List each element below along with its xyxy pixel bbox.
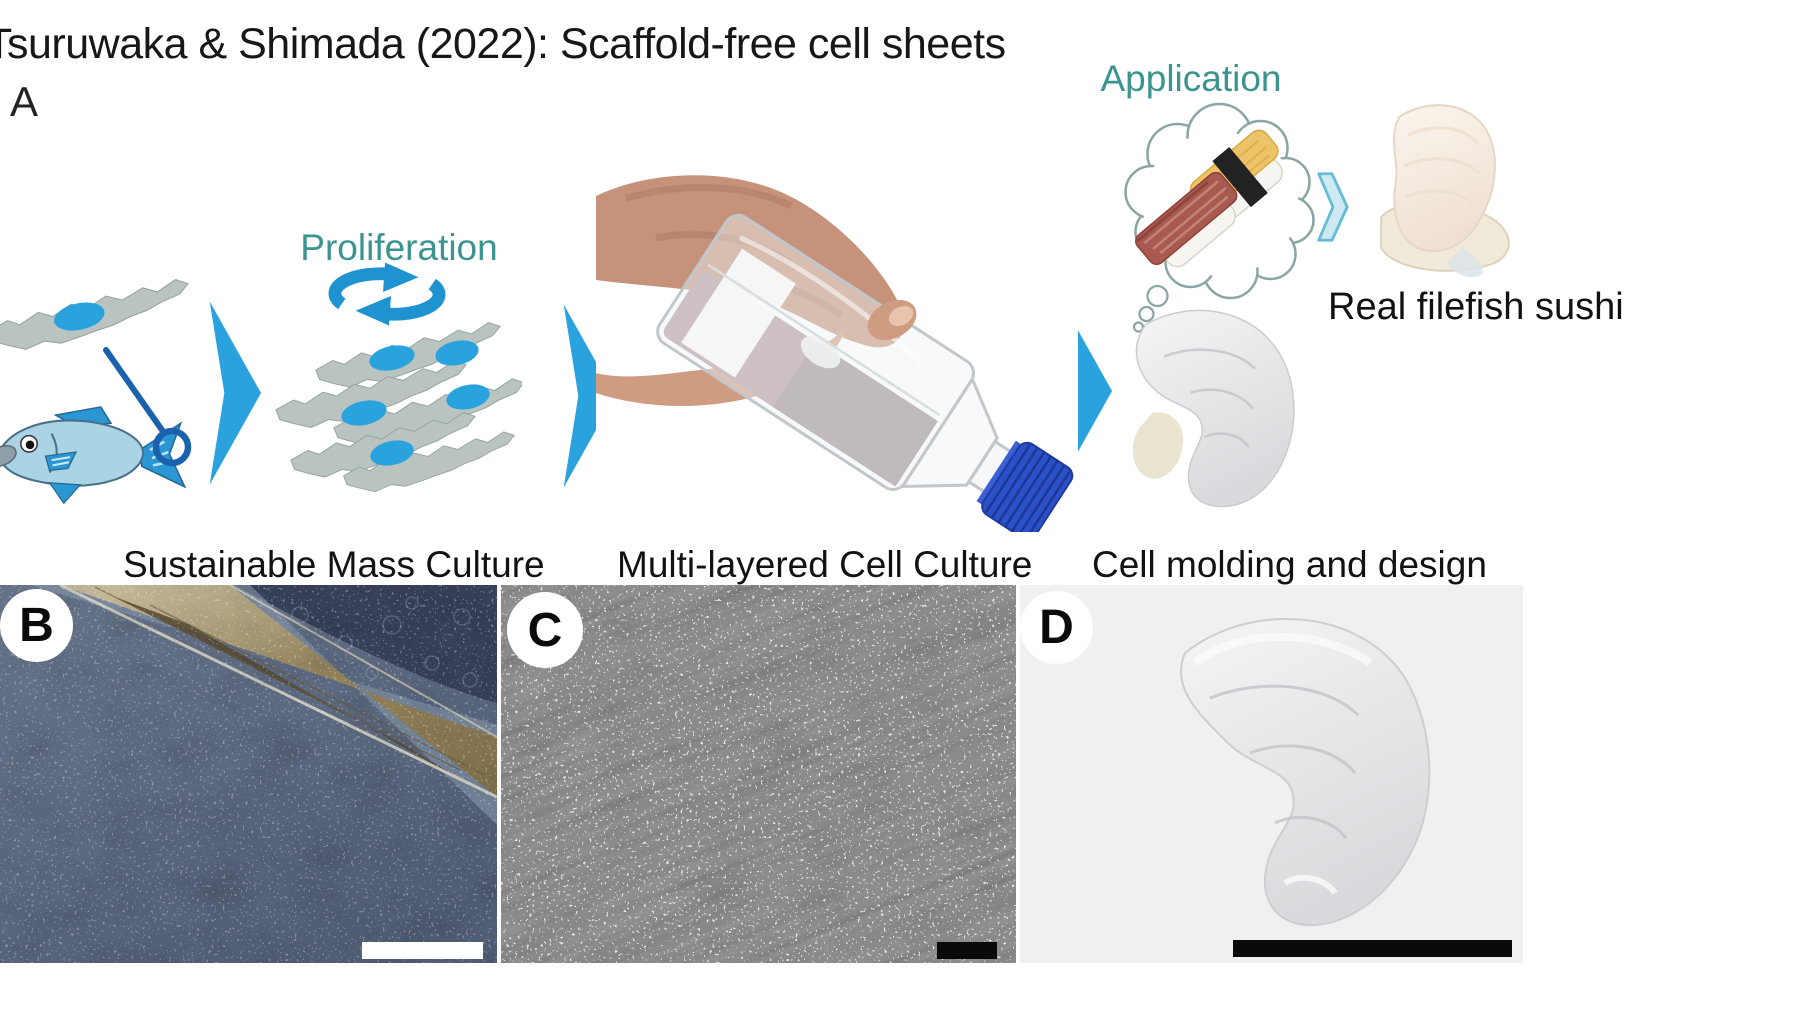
fingernail [888,305,914,327]
product-cream-area [1132,412,1184,479]
panel-d-photo: D [1020,585,1523,963]
panel-b-badge: B [0,589,73,662]
real-sushi-label: Real filefish sushi [1328,286,1624,328]
panel-d-badge: D [1020,591,1093,664]
panel-c-badge: C [507,592,583,668]
panel-b-micrograph: B [0,585,497,963]
flow-arrow-2 [563,304,615,488]
thought-bubble-sushi-icon [1124,102,1315,333]
caption-mass-culture: Sustainable Mass Culture [123,544,545,585]
molded-cell-product-icon [1132,309,1295,508]
figure-title: Tsuruwaka & Shimada (2022): Scaffold-fre… [0,20,1006,68]
panel-c-micrograph: C [501,585,1016,963]
flow-arrow-1 [209,301,261,485]
cell-cluster-icon [275,322,522,493]
single-cell-icon [0,279,189,350]
scale-bar-c [937,942,997,959]
panel-a-label: A [10,78,39,125]
panel-c-letter: C [527,603,563,657]
bubble-tail [1132,284,1169,333]
filefish-sushi-photo [1380,104,1510,278]
proliferation-label: Proliferation [300,227,498,268]
caption-multilayer: Multi-layered Cell Culture [617,544,1033,585]
nori-band [1212,147,1268,208]
sushi-fish-slice [1392,104,1496,253]
chevron-arrow-icon [1317,172,1349,242]
scale-bar-d [1233,940,1512,957]
panel-b-letter: B [19,599,54,652]
application-label: Application [1100,58,1282,99]
molded-product-photo [1180,618,1431,927]
culture-flask-photo [596,168,1078,532]
culture-flask [656,213,1074,532]
panel-d-letter: D [1039,601,1074,654]
sampling-line-icon [103,347,192,467]
multilayer-micrograph [501,585,1016,963]
cell-sheet-micrograph [0,585,497,963]
tuna-nigiri [1135,171,1238,268]
scale-bar-b [362,942,483,959]
cycle-arrows-icon [328,262,446,326]
caption-molding: Cell molding and design [1092,544,1487,585]
fish-icon [0,406,187,505]
